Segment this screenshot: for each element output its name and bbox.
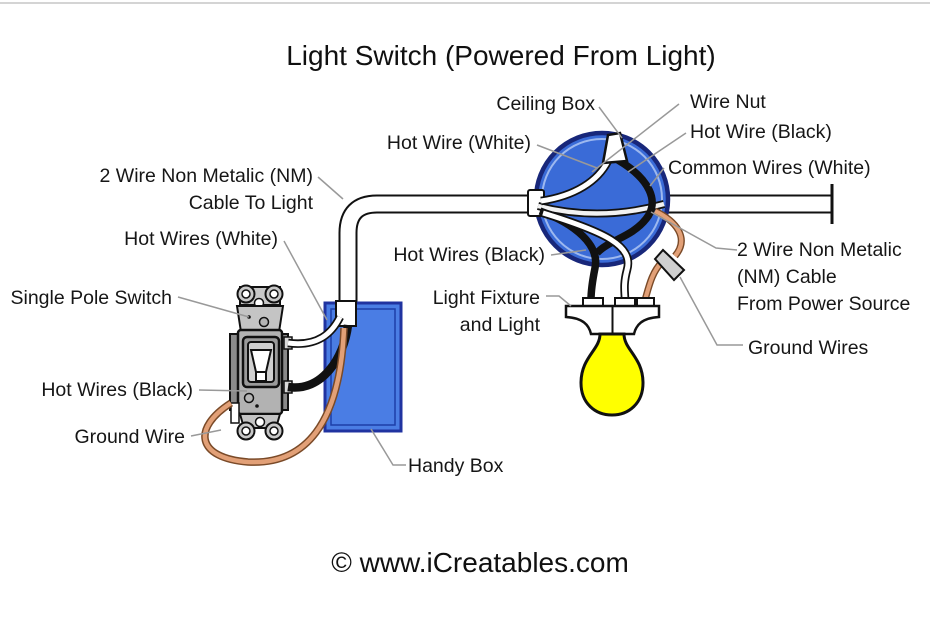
label-nm-cable-power-line2: (NM) Cable	[737, 266, 837, 288]
label-nm-cable-to-light-line1: 2 Wire Non Metalic (NM)	[99, 165, 313, 187]
label-hot-wire-white: Hot Wire (White)	[386, 132, 531, 154]
label-hot-wires-black-lower: Hot Wires (Black)	[41, 379, 193, 401]
label-common-wires-white: Common Wires (White)	[668, 157, 871, 179]
label-light-fixture-line2: and Light	[459, 314, 540, 336]
label-hot-wire-black: Hot Wire (Black)	[690, 121, 832, 143]
single-pole-switch	[229, 284, 293, 441]
ground-wire-switch	[201, 327, 348, 466]
label-nm-cable-power-line3: From Power Source	[737, 293, 911, 315]
light-bulb	[579, 332, 645, 417]
light-fixture	[564, 297, 661, 336]
leader-lines	[177, 103, 743, 466]
label-ceiling-box: Ceiling Box	[496, 93, 595, 115]
watermark: © www.iCreatables.com	[331, 547, 629, 578]
label-light-fixture-line1: Light Fixture	[432, 287, 540, 309]
white-wire-to-fixture	[541, 208, 633, 301]
label-wire-nut: Wire Nut	[690, 91, 766, 113]
wire-nut	[601, 131, 629, 165]
label-single-pole-switch: Single Pole Switch	[10, 287, 172, 309]
top-divider	[0, 2, 930, 4]
label-nm-cable-power-line1: 2 Wire Non Metalic	[737, 239, 902, 261]
label-nm-cable-to-light-line2: Cable To Light	[188, 192, 313, 214]
page-title: Light Switch (Powered From Light)	[286, 40, 716, 71]
label-nm-cable-to-light: 2 Wire Non Metalic (NM) Cable To Light	[100, 163, 313, 217]
label-nm-cable-power: 2 Wire Non Metalic (NM) Cable From Power…	[737, 237, 910, 318]
hot-wire-white-in-box	[540, 158, 612, 206]
ground-wire-nut	[653, 248, 686, 282]
label-light-fixture: Light Fixture and Light	[433, 285, 540, 339]
nm-cable-tube	[338, 194, 832, 306]
label-hot-wires-white: Hot Wires (White)	[124, 228, 278, 250]
label-ground-wire: Ground Wire	[74, 426, 185, 448]
hot-wire-white-switch	[287, 314, 344, 348]
label-handy-box: Handy Box	[408, 455, 504, 477]
label-hot-wires-black-upper: Hot Wires (Black)	[393, 244, 545, 266]
label-ground-wires: Ground Wires	[748, 337, 869, 359]
